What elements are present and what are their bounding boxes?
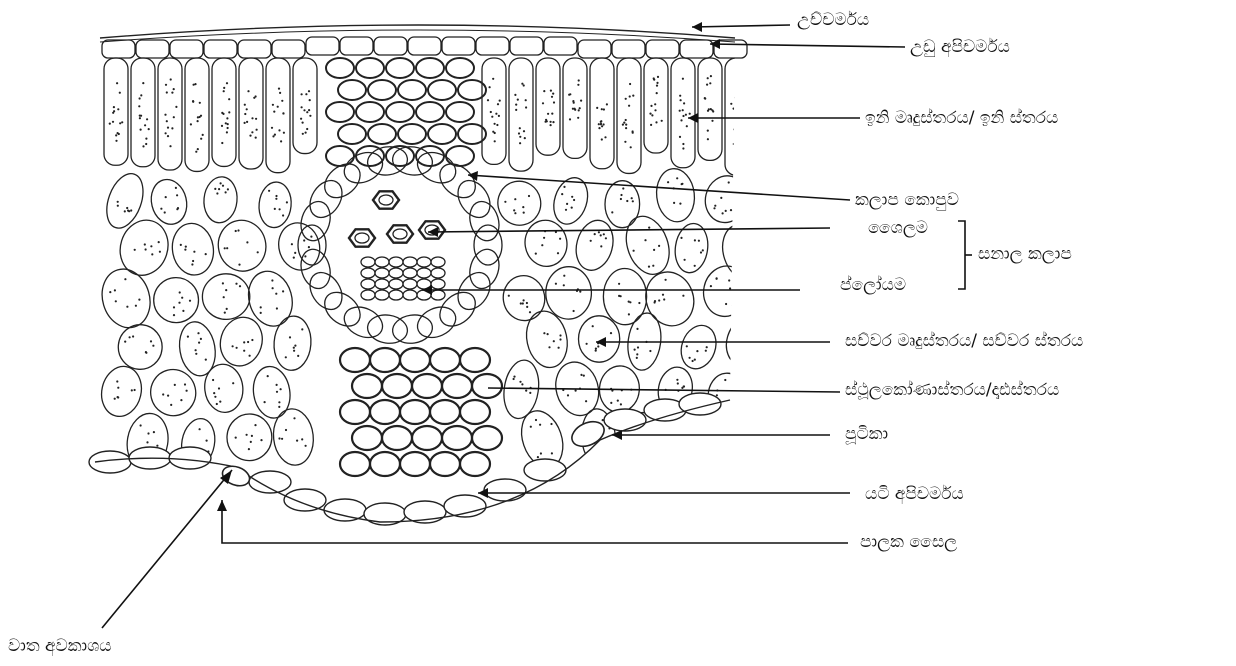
label-collenchyma: ස්ථූලකෝණාස්තරය/දෘඪස්තරය	[845, 380, 1059, 400]
leader-lines	[102, 25, 972, 628]
label-cuticle: උච්චර්මය	[797, 10, 869, 30]
label-guard-cell: පාලක සෛල	[860, 532, 957, 552]
palisade-cells	[104, 58, 749, 175]
vascular-bundle-cells	[297, 58, 504, 476]
label-air-space: වාත අවකාශය	[8, 636, 112, 656]
label-spongy-mesophyll: සච්වර මෘදුස්තරය/ සච්වර ස්තරය	[845, 331, 1083, 351]
label-stoma: පූටිකා	[845, 424, 888, 444]
label-palisade-mesophyll: ඉනි මෘදුස්තරය/ ඉනි ස්තරය	[865, 108, 1058, 128]
label-vascular-bundle: සනාල කලාප	[978, 244, 1072, 264]
label-phloem: ප්ලෝයම	[840, 275, 906, 295]
label-lower-epidermis: යටි අපිචර්මය	[865, 484, 964, 504]
upper-epidermis-cells	[102, 37, 747, 58]
label-bundle-sheath: කලාප කොපුව	[855, 190, 959, 210]
label-xylem: ශෛලම	[868, 218, 928, 238]
label-upper-epidermis: උඩු අපිචර්මය	[910, 37, 1010, 57]
